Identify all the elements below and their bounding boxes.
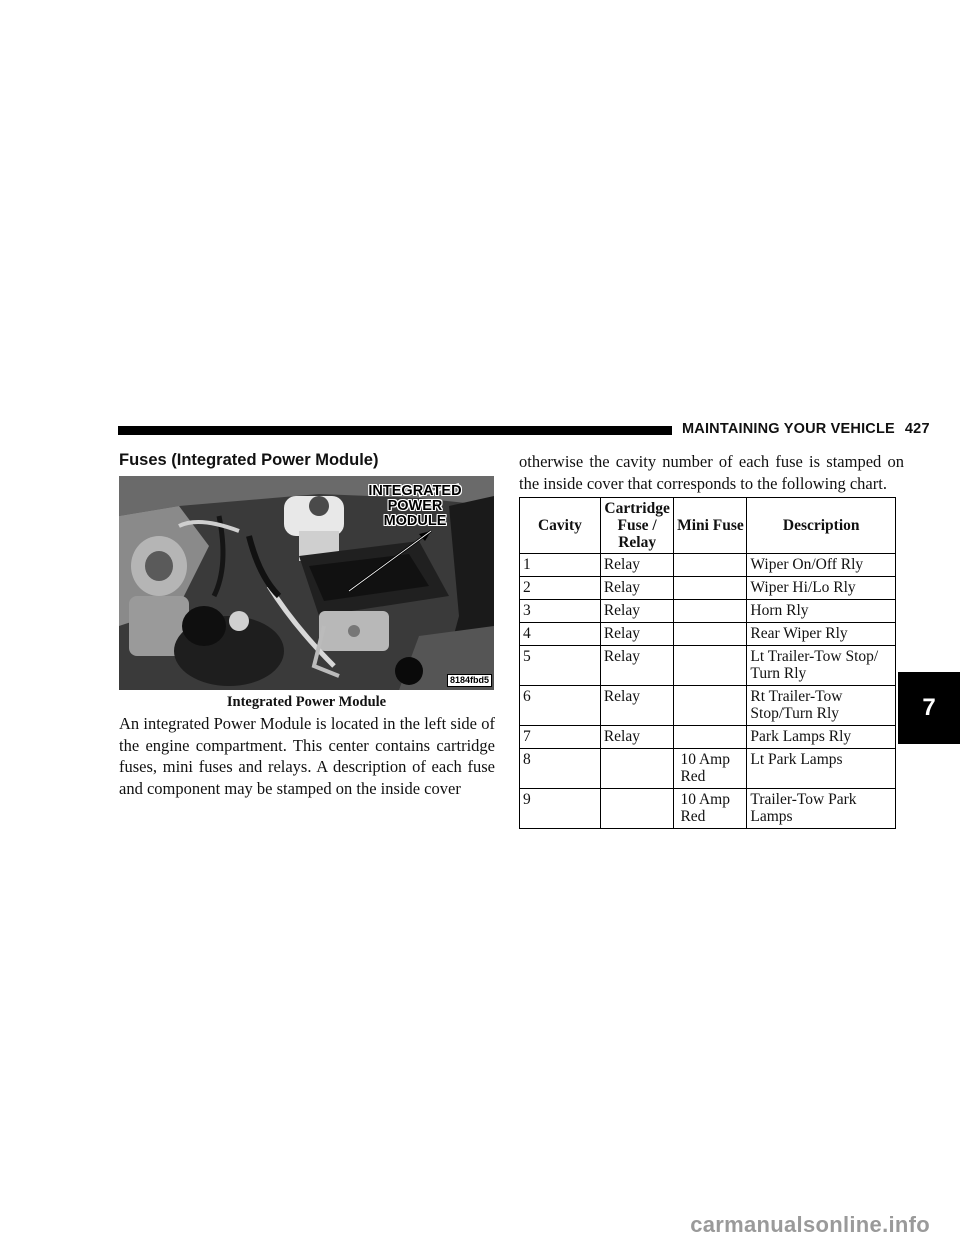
page-number: 427 [904, 421, 930, 437]
cell-description: Rear Wiper Rly [746, 622, 896, 646]
cell-cartridge: Relay [599, 725, 675, 749]
header-rule [118, 426, 672, 435]
cell-cartridge: Relay [599, 685, 675, 726]
watermark: carmanualsonline.info [690, 1212, 930, 1237]
cell-mini [673, 645, 748, 686]
cell-cavity: 2 [519, 576, 601, 600]
table-row: 9 10 Amp Red Trailer-Tow Park Lamps [519, 788, 896, 829]
cell-cartridge: Relay [599, 622, 675, 646]
cell-description: Wiper On/Off Rly [746, 553, 896, 577]
cell-mini [673, 576, 748, 600]
cell-cavity: 1 [519, 553, 601, 577]
cell-cavity: 9 [519, 788, 601, 829]
column-header-mini: Mini Fuse [673, 497, 748, 554]
column-header-cartridge: Cartridge Fuse / Relay [599, 497, 675, 554]
table-row: 5 Relay Lt Trailer-Tow Stop/ Turn Rly [519, 645, 896, 686]
cell-cavity: 5 [519, 645, 601, 686]
engine-bay-illustration [119, 476, 494, 690]
cell-mini: 10 Amp Red [673, 748, 748, 789]
cell-mini [673, 622, 748, 646]
cell-cartridge: Relay [599, 553, 675, 577]
cell-description: Rt Trailer-Tow Stop/Turn Rly [746, 685, 896, 726]
cell-description: Park Lamps Rly [746, 725, 896, 749]
cell-cavity: 6 [519, 685, 601, 726]
cell-cavity: 4 [519, 622, 601, 646]
cell-mini [673, 553, 748, 577]
cell-description: Wiper Hi/Lo Rly [746, 576, 896, 600]
chapter-tab-marker: 7 [898, 672, 960, 744]
cell-description: Lt Park Lamps [746, 748, 896, 789]
cell-mini [673, 725, 748, 749]
cell-cartridge [599, 748, 675, 789]
cell-description: Trailer-Tow Park Lamps [746, 788, 896, 829]
table-row: 1 Relay Wiper On/Off Rly [519, 553, 896, 577]
body-paragraph-right: otherwise the cavity number of each fuse… [519, 452, 904, 493]
engine-bay-photo: INTEGRATED POWER MODULE 8184fbd5 [119, 476, 494, 690]
table-row: 7 Relay Park Lamps Rly [519, 725, 896, 749]
figure-caption: Integrated Power Module [226, 694, 387, 710]
cell-cartridge: Relay [599, 645, 675, 686]
cell-description: Horn Rly [746, 599, 896, 623]
cell-mini: 10 Amp Red [673, 788, 748, 829]
cell-cavity: 7 [519, 725, 601, 749]
table-row: 8 10 Amp Red Lt Park Lamps [519, 748, 896, 789]
fuse-table: Cavity Cartridge Fuse / Relay Mini Fuse … [519, 497, 896, 829]
column-header-description: Description [746, 497, 896, 554]
table-row: 3 Relay Horn Rly [519, 599, 896, 623]
figure-callout-label: INTEGRATED POWER MODULE [368, 483, 462, 529]
figure-code: 8184fbd5 [446, 674, 492, 687]
cell-cartridge [599, 788, 675, 829]
section-title: Fuses (Integrated Power Module) [119, 451, 379, 469]
table-row: 4 Relay Rear Wiper Rly [519, 622, 896, 646]
table-row: 6 Relay Rt Trailer-Tow Stop/Turn Rly [519, 685, 896, 726]
cell-cavity: 8 [519, 748, 601, 789]
cell-cartridge: Relay [599, 576, 675, 600]
cell-cartridge: Relay [599, 599, 675, 623]
cell-mini [673, 685, 748, 726]
column-header-cavity: Cavity [519, 497, 601, 554]
cell-description: Lt Trailer-Tow Stop/ Turn Rly [746, 645, 896, 686]
table-row: 2 Relay Wiper Hi/Lo Rly [519, 576, 896, 600]
cell-cavity: 3 [519, 599, 601, 623]
running-header: MAINTAINING YOUR VEHICLE 427 [682, 421, 930, 437]
body-paragraph-left: An integrated Power Module is located in… [119, 714, 495, 798]
table-header-row: Cavity Cartridge Fuse / Relay Mini Fuse … [519, 497, 896, 554]
header-section-title: MAINTAINING YOUR VEHICLE [682, 421, 895, 437]
cell-mini [673, 599, 748, 623]
